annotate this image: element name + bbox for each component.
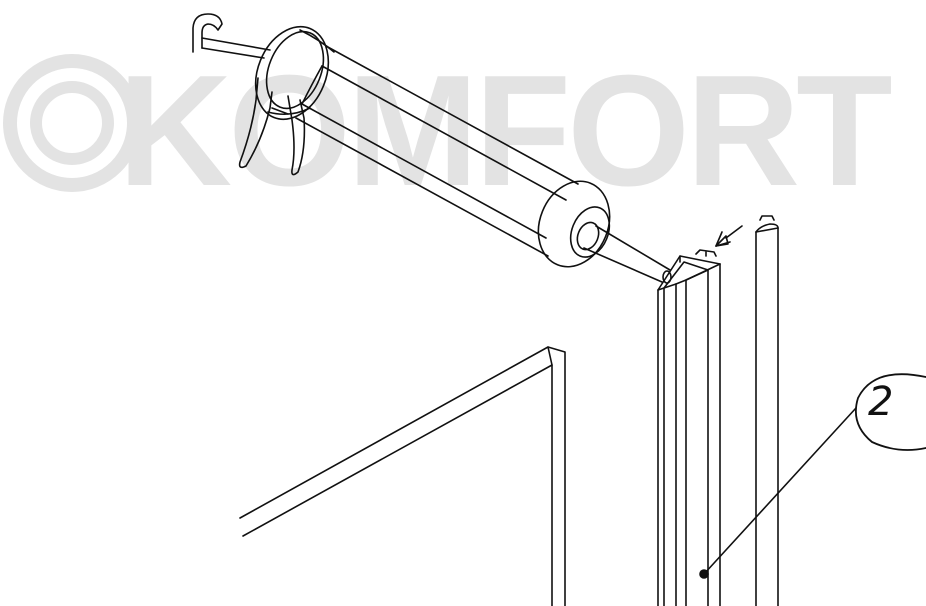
callout-bubble <box>854 373 926 451</box>
caulking-gun-icon <box>192 13 672 284</box>
direction-arrow-icon <box>715 225 743 247</box>
callout-leader <box>699 407 857 579</box>
glass-panel <box>239 346 566 606</box>
callout-number-label: 2 <box>868 379 894 425</box>
watermark-logo-text: KOMFORT <box>118 43 893 219</box>
wall-profile <box>755 215 779 606</box>
u-channel-profile <box>657 249 721 606</box>
